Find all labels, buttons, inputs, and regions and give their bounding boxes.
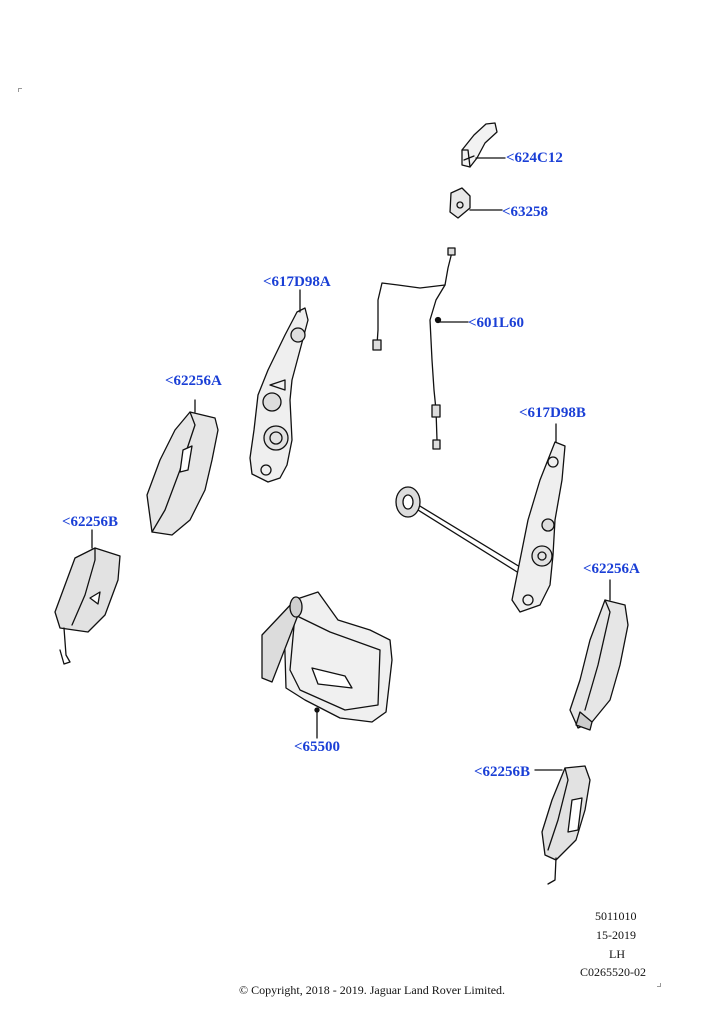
callout-617D98A[interactable]: <617D98A <box>263 274 331 290</box>
corner-mark-top-left <box>18 88 22 92</box>
part-601L60-cable[interactable] <box>372 247 469 450</box>
part-617D98B-recliner[interactable] <box>395 423 566 613</box>
part-62256B-cover-left[interactable] <box>54 529 121 665</box>
part-65500-lumbar[interactable] <box>261 591 393 739</box>
callout-62256A-right[interactable]: <62256A <box>583 561 640 577</box>
part-617D98A-recliner[interactable] <box>249 289 309 483</box>
callout-62256B-right[interactable]: <62256B <box>474 764 531 780</box>
diagram-code: C0265520-02 <box>580 965 646 979</box>
callout-601L60[interactable]: <601L60 <box>468 315 525 331</box>
diagram-date: 15-2019 <box>596 928 636 942</box>
callout-65500[interactable]: <65500 <box>294 739 341 755</box>
callout-62256B-left[interactable]: <62256B <box>62 514 119 530</box>
diagram-ref-number: 5011010 <box>595 909 637 923</box>
part-63258-bracket[interactable] <box>449 187 503 219</box>
diagram-side: LH <box>609 947 625 961</box>
callout-617D98B[interactable]: <617D98B <box>519 405 586 421</box>
callout-624C12[interactable]: <624C12 <box>506 150 563 166</box>
callout-62256A-left[interactable]: <62256A <box>165 373 222 389</box>
part-62256B-cover-right[interactable] <box>534 765 591 885</box>
part-624C12-handle[interactable] <box>461 122 506 168</box>
callout-63258[interactable]: <63258 <box>502 204 549 220</box>
part-62256A-cover-left[interactable] <box>146 399 219 536</box>
part-62256A-cover-right[interactable] <box>569 579 629 731</box>
copyright-notice: © Copyright, 2018 - 2019. Jaguar Land Ro… <box>238 983 506 997</box>
